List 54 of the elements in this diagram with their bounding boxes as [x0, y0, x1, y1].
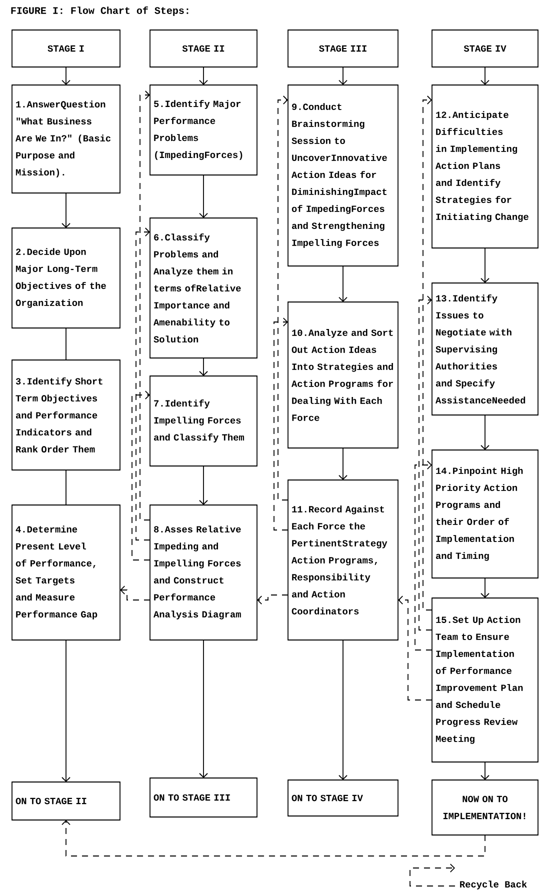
flow-arrow	[199, 174, 208, 218]
stage-box: STAGE IV	[432, 30, 538, 68]
step-box: 7.Identify Impelling Forces and Classify Them	[150, 376, 258, 466]
step-box: 14.Pinpoint High Priority Action Programs and their Order of Implementation and Timing	[432, 450, 538, 578]
recycle-arrow	[120, 586, 150, 600]
end-box: ON TO STAGE IV	[288, 780, 398, 816]
flow-arrow	[338, 66, 348, 85]
flow-arrow	[199, 66, 208, 85]
recycle-arrow	[62, 820, 486, 856]
flow-arrow	[480, 66, 490, 85]
flow-arrow	[62, 640, 70, 782]
stage-box: STAGE III	[288, 30, 398, 68]
flow-arrow	[62, 192, 70, 228]
flow-arrow	[199, 466, 208, 505]
stage-box: STAGE I	[12, 30, 120, 68]
step-box: 13.Identify Issues to Negotiate with Supervising Authorities and Specify AssistanceNeeded	[432, 282, 538, 416]
step-box: 4.Determine Present Level of Performance, Set Targets and Measure Performance Gap	[12, 504, 120, 640]
step-box: 12.Anticipate Difficulties in Implementing Action Plans and Identify Strategies for Initiating Change	[432, 84, 538, 248]
step-box: 2.Decide Upon Major Long-Term Objectives of the Organization	[12, 228, 120, 328]
legend-label: Recycle Back	[460, 880, 527, 890]
recycle-arrow	[418, 296, 432, 630]
flow-arrow	[338, 640, 348, 780]
end-box: NOW ON TO IMPLEMENTATION!	[432, 780, 538, 836]
recycle-arrow	[140, 90, 150, 520]
step-box: 1.AnswerQuestion "What Business Are We In?" (Basic Purpose and Mission).	[12, 84, 120, 194]
end-box: ON TO STAGE II	[12, 782, 120, 820]
step-box: 11.Record Against Each Force the PertinentStrategy Action Programs, Responsibility and Action Coordinators	[288, 480, 398, 640]
flow-arrow	[338, 448, 348, 480]
flow-arrow	[480, 414, 490, 450]
step-box: 10.Analyze and Sort Out Action Ideas Into Strategies and Action Programs for Dealing With Each Force	[288, 302, 398, 448]
end-box: ON TO STAGE III	[150, 778, 258, 818]
step-box: 5.Identify Major Performance Problems (ImpedingForces)	[150, 84, 258, 176]
step-box: 6.Classify Problems and Analyze them in terms ofRelative Importance and Amenability to Solution	[150, 218, 258, 358]
recycle-arrow	[257, 594, 288, 604]
step-box: 9.Conduct Brainstorming Session to UncoverInnovative Action Ideas for DiminishingImpact of ImpedingForces and Strengthening Impelling Forces	[288, 84, 398, 266]
flow-arrow	[338, 266, 348, 302]
flow-arrow	[480, 762, 490, 780]
recycle-arrow	[422, 96, 432, 610]
step-box: 8.Asses Relative Impeding and Impelling Forces and Construct Performance Analysis Diagram	[150, 504, 258, 640]
recycle-arrow	[136, 228, 150, 540]
step-box: 3.Identify Short Term Objectives and Performance Indicators and Rank Order Them	[12, 360, 120, 470]
recycle-arrow	[278, 96, 288, 500]
recycle-arrow	[398, 596, 432, 700]
recycle-arrow	[414, 460, 432, 650]
flow-arrow	[199, 358, 208, 376]
stage-box: STAGE II	[150, 30, 258, 68]
figure-title: FIGURE I: Flow Chart of Steps:	[11, 6, 188, 16]
recycle-arrow	[132, 390, 150, 560]
flow-arrow	[199, 640, 208, 778]
flow-arrow	[480, 248, 490, 283]
recycle-arrow	[274, 318, 288, 530]
flow-arrow	[480, 578, 490, 598]
flow-arrow	[62, 66, 70, 85]
step-box: 15.Set Up Action Team to Ensure Implementation of Performance Improvement Plan and Schedule Progress Review Meeting	[432, 598, 538, 762]
